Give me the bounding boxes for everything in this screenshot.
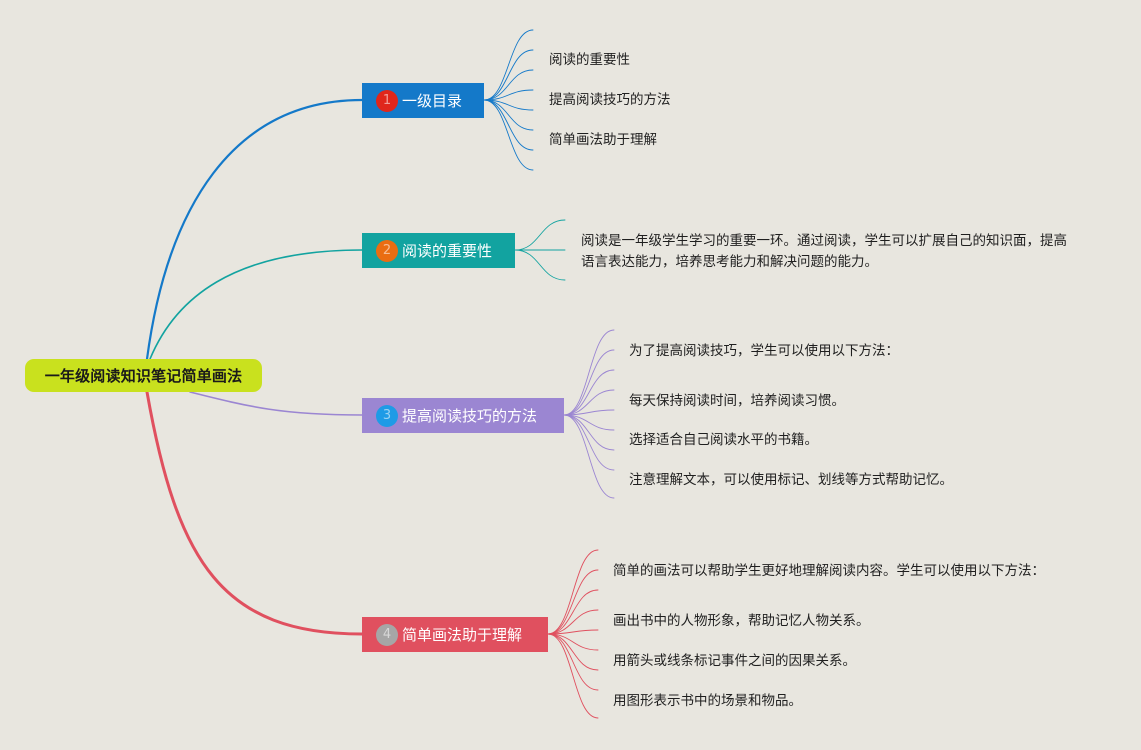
leaf-connector-3-2 [563, 349, 615, 416]
leaf-connector-4-3 [547, 589, 599, 635]
leaf-4-4[interactable]: 用图形表示书中的场景和物品。 [613, 693, 802, 709]
leaf-2-1[interactable]: 阅读是一年级学生学习的重要一环。通过阅读，学生可以扩展自己的知识面，提高语言表达… [581, 233, 1067, 270]
leaf-connector-1-3 [483, 69, 534, 101]
leaf-1-2[interactable]: 提高阅读技巧的方法 [549, 92, 671, 108]
leaf-connector-2-1 [514, 219, 566, 251]
leaf-connector-3-7 [563, 414, 615, 451]
number-badge-3: 3 [376, 404, 398, 427]
branch-connector-3 [189, 391, 363, 416]
leaf-connector-4-7 [547, 633, 599, 671]
leaf-connector-3-1 [563, 329, 615, 416]
branch-node-3[interactable]: 3 提高阅读技巧的方法 [362, 398, 564, 433]
leaf-1-3[interactable]: 简单画法助于理解 [549, 132, 657, 148]
leaf-3-3[interactable]: 选择适合自己阅读水平的书籍。 [629, 432, 818, 448]
branch-node-2[interactable]: 2 阅读的重要性 [362, 233, 515, 268]
branch-connector-1 [145, 98, 364, 361]
leaf-connector-3-4 [563, 389, 615, 416]
leaf-3-4[interactable]: 注意理解文本，可以使用标记、划线等方式帮助记忆。 [629, 472, 953, 488]
number-badge-1: 1 [376, 89, 398, 112]
branch-node-1[interactable]: 1 一级目录 [362, 83, 484, 118]
leaf-3-1[interactable]: 为了提高阅读技巧，学生可以使用以下方法： [629, 343, 899, 359]
leaf-connector-2-3 [514, 249, 566, 281]
root-node-label: 一年级阅读知识笔记简单画法 [44, 367, 243, 385]
branch-label-4: 简单画法助于理解 [402, 626, 523, 644]
root-node[interactable]: 一年级阅读知识笔记简单画法 [25, 359, 262, 392]
number-badge-4: 4 [376, 623, 398, 646]
leaf-connector-1-7 [483, 99, 534, 151]
leaf-connector-4-2 [547, 569, 599, 635]
leaf-connector-3-9 [563, 414, 615, 499]
branch-connector-4 [145, 390, 364, 636]
leaf-connector-3-3 [563, 369, 615, 416]
leaf-connector-1-1 [483, 29, 534, 101]
leaf-1-1[interactable]: 阅读的重要性 [549, 52, 630, 68]
number-badge-2: 2 [376, 239, 398, 262]
leaf-4-3[interactable]: 用箭头或线条标记事件之间的因果关系。 [613, 653, 856, 669]
leaf-connector-1-2 [483, 49, 534, 101]
leaf-connector-4-9 [547, 633, 599, 719]
leaf-connector-4-1 [547, 549, 599, 635]
branch-node-4[interactable]: 4 简单画法助于理解 [362, 617, 548, 652]
leaf-4-2[interactable]: 画出书中的人物形象，帮助记忆人物关系。 [613, 613, 870, 629]
leaf-connector-4-8 [547, 633, 599, 691]
branch-label-3: 提高阅读技巧的方法 [402, 407, 538, 425]
branch-connector-2 [149, 249, 363, 360]
leaf-3-2[interactable]: 每天保持阅读时间，培养阅读习惯。 [629, 393, 845, 409]
leaf-connector-3-8 [563, 414, 615, 471]
branch-label-1: 一级目录 [402, 92, 463, 110]
branch-label-2: 阅读的重要性 [402, 242, 493, 260]
leaf-connector-4-4 [547, 609, 599, 635]
leaf-4-1[interactable]: 简单的画法可以帮助学生更好地理解阅读内容。学生可以使用以下方法： [613, 563, 1045, 579]
leaf-connector-1-4 [483, 89, 534, 101]
leaf-connector-1-8 [483, 99, 534, 171]
